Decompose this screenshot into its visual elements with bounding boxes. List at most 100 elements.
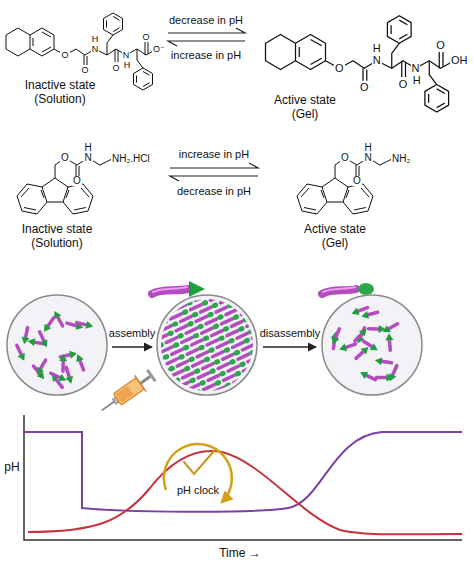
molecule-tail xyxy=(240,288,251,293)
molecule-head xyxy=(161,318,169,325)
molecule-tail xyxy=(355,334,362,341)
molecule-head xyxy=(162,353,170,360)
molecule-tail xyxy=(228,366,239,371)
molecule-tail xyxy=(195,295,206,300)
molecule-head xyxy=(259,372,267,379)
molecule-head xyxy=(203,356,211,363)
free-molecule xyxy=(20,327,31,345)
atom-label: O xyxy=(80,66,89,75)
molecule-tail xyxy=(218,363,229,368)
molecule-tail xyxy=(192,340,203,345)
atom-label: O xyxy=(352,176,362,186)
molecule-head xyxy=(256,295,264,302)
atom-label: N xyxy=(411,63,421,74)
molecule-tail xyxy=(158,391,169,396)
molecule-tail xyxy=(40,360,45,369)
molecule-head xyxy=(370,343,380,354)
molecule-tail xyxy=(215,286,226,291)
molecule-head xyxy=(386,373,396,383)
molecule-head xyxy=(257,316,265,323)
molecule-tail xyxy=(227,331,238,336)
fmoc-structure xyxy=(297,158,392,214)
molecule-head xyxy=(239,382,247,389)
molecule-head xyxy=(69,349,78,358)
equilibrium-arrow xyxy=(168,41,245,46)
molecule-head xyxy=(20,337,29,345)
molecule-tail xyxy=(183,373,194,378)
molecule-tail xyxy=(356,352,363,359)
axis-label: pH xyxy=(3,461,20,475)
molecule-tail xyxy=(157,370,168,375)
molecule-tail xyxy=(142,356,153,361)
molecule-tail xyxy=(203,364,214,369)
molecule-head xyxy=(74,353,84,362)
molecule-tail xyxy=(194,396,205,401)
molecule-head xyxy=(147,339,155,346)
molecule-head xyxy=(262,307,270,314)
molecule-tail xyxy=(204,385,215,390)
molecule-head xyxy=(214,379,222,386)
molecule-tail xyxy=(166,337,177,342)
molecule-head xyxy=(274,351,282,358)
molecule-tail xyxy=(222,354,233,359)
ph-curve xyxy=(24,432,462,512)
free-molecule xyxy=(376,373,393,381)
state-label: Inactive state (Solution) xyxy=(6,223,108,251)
molecule-head xyxy=(157,341,165,348)
molecule-head xyxy=(338,344,347,354)
atom-label: H xyxy=(363,143,372,153)
molecule-tail xyxy=(196,316,207,321)
molecule-head xyxy=(180,410,188,417)
molecule-head xyxy=(200,400,208,407)
molecule-tail xyxy=(249,378,260,383)
molecule-tail xyxy=(268,347,279,352)
molecule-tail xyxy=(269,368,280,373)
axis-label: Time → xyxy=(218,547,262,561)
molecule-tail xyxy=(201,307,212,312)
fmoc-structure xyxy=(17,158,112,214)
molecule-head xyxy=(208,346,216,353)
molecule-head xyxy=(168,365,176,372)
molecule-head xyxy=(171,320,179,327)
molecule-tail xyxy=(66,367,69,377)
molecule-head xyxy=(379,325,386,333)
atom-label: O xyxy=(60,51,69,60)
molecule-head xyxy=(359,326,370,337)
molecule-tail xyxy=(363,341,371,346)
molecule-head xyxy=(183,365,191,372)
molecule-tail xyxy=(273,359,284,364)
atom-label: O xyxy=(72,176,82,186)
molecule-head xyxy=(212,323,220,330)
process-label: disassembly xyxy=(259,327,322,340)
molecule-tail xyxy=(220,298,231,303)
molecule-tail xyxy=(248,357,259,362)
molecule-head xyxy=(202,335,210,342)
free-molecule xyxy=(374,356,392,366)
assembly-arrow xyxy=(112,346,152,347)
molecule-head xyxy=(233,349,241,356)
state-label: Active state (Gel) xyxy=(264,94,346,122)
molecule-head xyxy=(156,306,164,313)
molecule-tail xyxy=(229,387,240,392)
molecule-tail xyxy=(178,382,189,387)
molecule-tail xyxy=(241,310,252,315)
molecule-head xyxy=(179,388,187,395)
syringe xyxy=(96,367,158,419)
equilibrium-arrow xyxy=(168,28,245,33)
molecule-tail xyxy=(191,305,202,310)
molecule-tail xyxy=(231,321,242,326)
molecule-head xyxy=(181,308,189,315)
atom-label: N xyxy=(122,51,131,60)
molecule-head xyxy=(244,372,252,379)
free-molecule xyxy=(369,325,386,333)
molecule-tail xyxy=(176,326,187,331)
molecule-head xyxy=(186,299,194,306)
molecule-head xyxy=(258,351,266,358)
state-label: Active state (Gel) xyxy=(294,223,376,251)
free-molecule xyxy=(361,338,380,354)
molecule-tail xyxy=(246,300,257,305)
molecule-head xyxy=(49,372,60,382)
molecule-tail xyxy=(26,328,28,338)
molecule-tail xyxy=(169,415,180,420)
molecule-head xyxy=(222,325,230,332)
